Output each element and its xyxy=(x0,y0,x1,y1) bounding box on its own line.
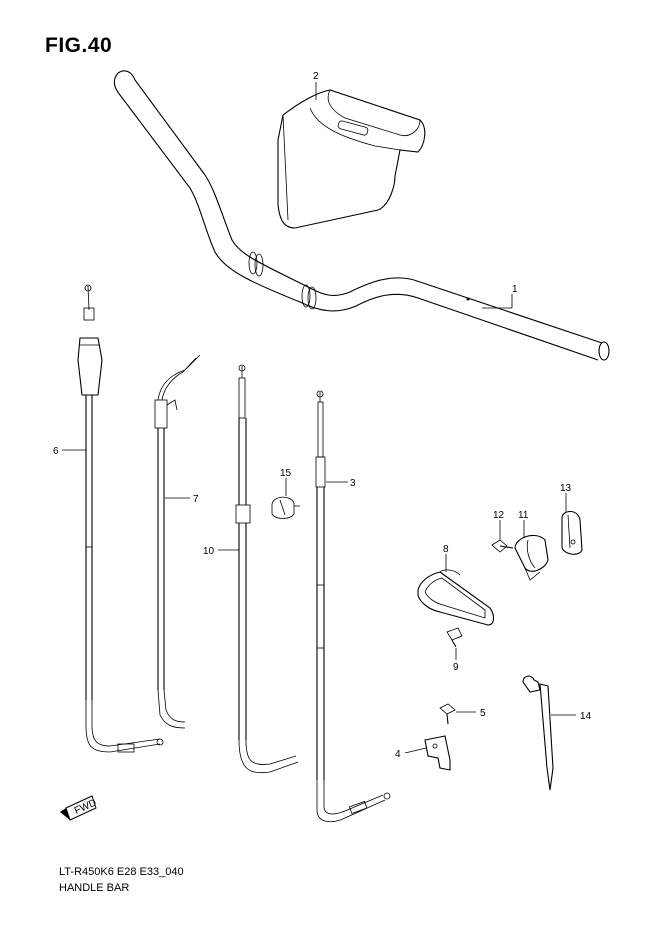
callout-6: 6 xyxy=(53,446,59,457)
fwd-badge-text: FWD xyxy=(73,798,98,817)
cable-3-part xyxy=(315,390,391,823)
bracket-4-part xyxy=(424,735,451,771)
callout-1: 1 xyxy=(512,284,518,295)
callout-8: 8 xyxy=(443,544,449,555)
cable-7-part xyxy=(154,354,201,729)
callout-4: 4 xyxy=(395,749,401,760)
clip-13-part xyxy=(561,510,583,555)
bracket-8-part xyxy=(417,569,495,626)
callout-11: 11 xyxy=(518,510,529,521)
callout-labels: 1 2 3 4 5 6 7 8 9 10 11 12 13 14 15 xyxy=(53,71,592,760)
callout-2: 2 xyxy=(313,71,319,82)
model-code: LT-R450K6 E28 E33_040 xyxy=(59,866,184,878)
handlebar-pad-part xyxy=(277,89,426,229)
callout-14: 14 xyxy=(580,711,592,722)
bolt-9-part xyxy=(446,627,463,648)
bolt-12-part xyxy=(491,539,514,553)
callout-10: 10 xyxy=(203,546,215,557)
callout-leaders xyxy=(62,82,576,754)
fwd-direction-badge: FWD xyxy=(60,795,98,821)
cable-10-part xyxy=(235,364,299,774)
pin-14-part xyxy=(522,675,554,791)
callout-15: 15 xyxy=(280,468,292,479)
callout-7: 7 xyxy=(193,494,199,505)
callout-13: 13 xyxy=(560,483,572,494)
clamp-15-part xyxy=(271,496,300,519)
bolt-5-part xyxy=(439,703,456,725)
clamp-11-part xyxy=(514,534,549,581)
callout-9: 9 xyxy=(453,662,459,673)
throttle-cable-part xyxy=(77,284,164,753)
diagram-caption: HANDLE BAR xyxy=(59,882,130,894)
handlebar-part xyxy=(113,70,610,361)
callout-12: 12 xyxy=(493,510,505,521)
figure-title: FIG.40 xyxy=(45,34,113,57)
callout-5: 5 xyxy=(480,708,486,719)
callout-3: 3 xyxy=(350,478,356,489)
